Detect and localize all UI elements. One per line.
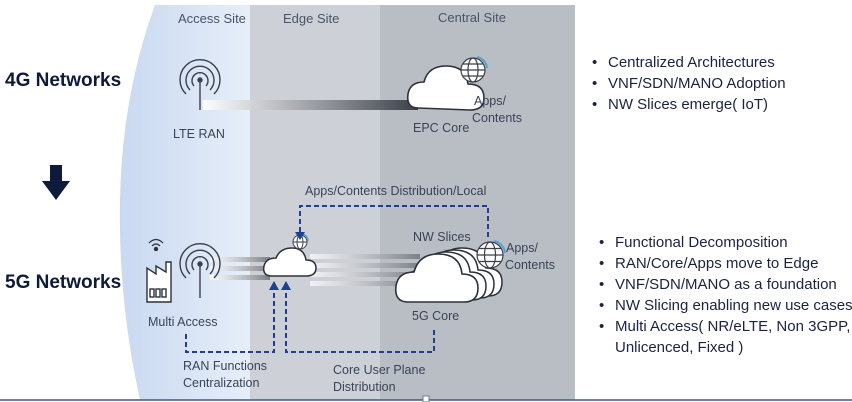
4g-networks-title: 4G Networks: [5, 70, 122, 91]
4g-bullet-list: Centralized Architectures VNF/SDN/MANO A…: [590, 52, 786, 115]
5g-bullet-item: Unlicenced, Fixed ): [615, 339, 744, 356]
5g-bullet-item: Multi Access( NR/eLTE, Non 3GPP,: [597, 316, 852, 337]
5g-bullet-item: VNF/SDN/MANO as a foundation: [597, 274, 852, 295]
edge-cloud-icon: [262, 247, 317, 277]
ran-centralization-path: [185, 288, 275, 353]
5g-link-left-2: [210, 266, 270, 271]
edge-globe-icon: [292, 233, 309, 250]
lte-ran-label: LTE RAN: [173, 127, 225, 141]
4g-bullet-item: VNF/SDN/MANO Adoption: [590, 73, 786, 94]
5g-core-label: 5G Core: [412, 309, 460, 323]
4g-bullet-item: NW Slices emerge( IoT): [590, 94, 786, 115]
centralization-label: Centralization: [183, 376, 260, 390]
access-site-label: Access Site: [178, 11, 246, 26]
5g-apps-label: Apps/: [506, 241, 538, 255]
4g-apps-label: Apps/: [474, 94, 506, 108]
distribution-arrowhead-icon: [295, 232, 305, 240]
multi-access-label: Multi Access: [148, 315, 218, 329]
cup-arrowhead-icon: [281, 281, 291, 290]
central-site-label: Central Site: [438, 10, 506, 25]
4g-bullet-item: Centralized Architectures: [590, 52, 786, 73]
nw-slices-label: NW Slices: [413, 230, 471, 244]
epc-core-label: EPC Core: [413, 121, 470, 135]
5g-bullet-list: Functional Decomposition RAN/Core/Apps m…: [597, 232, 852, 358]
edge-zone: [250, 5, 380, 400]
5g-link-right-2: [310, 263, 420, 268]
5g-bullet-item: RAN/Core/Apps move to Edge: [597, 253, 852, 274]
5g-link-right-3: [310, 272, 420, 277]
ran-arrowhead-icon: [269, 281, 279, 290]
central-globe-icon: [476, 240, 506, 269]
ran-functions-label: RAN Functions: [183, 359, 268, 373]
5g-link-right-1: [310, 254, 420, 259]
distribution-label: Apps/Contents Distribution/Local: [305, 184, 487, 198]
apps-distribution-path: [299, 205, 489, 238]
5g-antenna-icon: [179, 243, 221, 298]
4g-contents-label: Contents: [472, 111, 523, 125]
5g-core-cloud-front: [394, 253, 479, 303]
5g-contents-label: Contents: [505, 258, 556, 272]
5g-link-left-1: [210, 257, 270, 262]
down-arrow-icon: [42, 165, 70, 200]
5g-link-right-4: [310, 281, 420, 286]
5g-networks-title: 5G Networks: [5, 272, 122, 293]
factory-icon: [146, 238, 172, 303]
5g-bullet-item: Functional Decomposition: [597, 232, 852, 253]
lte-antenna-icon: [179, 59, 221, 110]
cup-distribution-path: [285, 288, 435, 353]
5g-link-left-3: [210, 275, 270, 280]
core-user-plane-label: Core User Plane: [333, 363, 426, 377]
4g-link: [203, 100, 418, 110]
edge-site-label: Edge Site: [283, 11, 340, 26]
4g-globe-icon: [460, 56, 488, 83]
5g-bullet-item: NW Slicing enabling new use cases: [597, 295, 852, 316]
distribution-plane-label: Distribution: [333, 380, 396, 394]
